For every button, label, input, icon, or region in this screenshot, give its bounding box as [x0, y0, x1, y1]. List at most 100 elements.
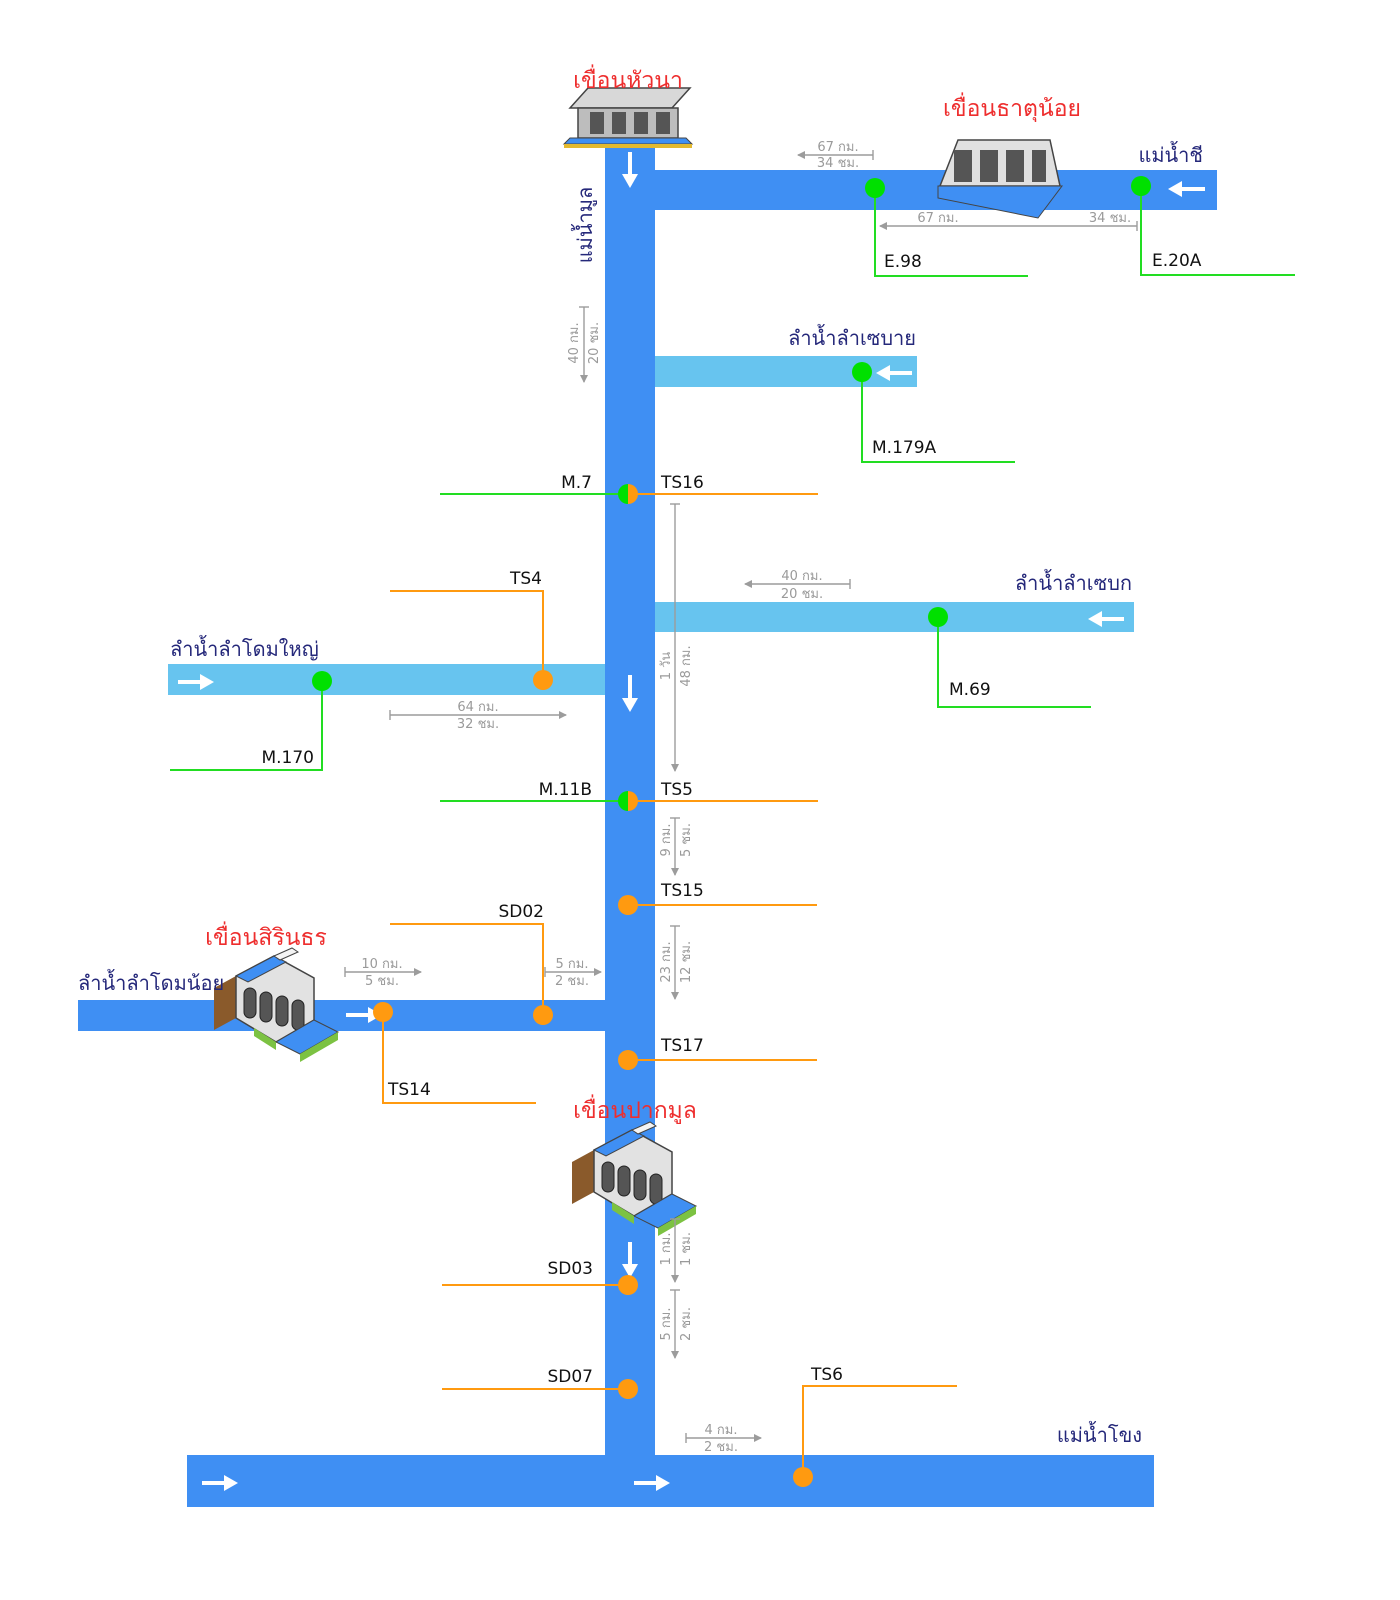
dist-sebok-km: 40 กม.	[781, 569, 822, 584]
label-station-sd07: SD07	[547, 1367, 593, 1387]
dist-ts5-ts15-km: 9 กม.	[659, 824, 674, 857]
station-m179a-marker[interactable]	[852, 362, 872, 382]
label-station-sd03: SD03	[547, 1259, 593, 1279]
station-sd02-marker[interactable]	[533, 1005, 553, 1025]
chi-river	[605, 170, 1217, 210]
dist-chi-top-hr: 34 ชม.	[817, 156, 859, 171]
label-sirindhorn-dam: เขื่อนสิรินธร	[205, 921, 327, 951]
station-ts5-half[interactable]	[628, 791, 638, 811]
se-bai-river	[655, 356, 917, 387]
label-station-ts16: TS16	[660, 473, 704, 493]
dist-chi-bottom-km: 67 กม.	[917, 211, 958, 226]
tributaries	[168, 356, 1134, 695]
mekong-river	[187, 1455, 1154, 1507]
station-labels: E.98 E.20A M.179A M.7 TS16 TS4 M.69 M.17…	[261, 251, 1201, 1387]
label-mekong-river: แม่น้ำโขง	[1057, 1421, 1142, 1447]
station-e20a-marker[interactable]	[1131, 176, 1151, 196]
dist-m7-ts5-day: 1 วัน	[659, 652, 674, 681]
dist-mun-upper-hr: 20 ชม.	[587, 322, 602, 364]
flow-arrow-icon	[634, 1475, 670, 1491]
dist-chi-bottom-hr: 34 ชม.	[1089, 211, 1131, 226]
dist-ts5-ts15-hr: 5 ชม.	[679, 823, 694, 857]
label-station-ts6: TS6	[810, 1365, 843, 1385]
label-pak-mun-dam: เขื่อนปากมูล	[573, 1094, 697, 1124]
station-m7-ts16-marker[interactable]	[618, 484, 628, 504]
label-station-ts5: TS5	[660, 780, 693, 800]
dist-ts15-ts17-hr: 12 ชม.	[679, 941, 694, 983]
se-bok-river	[655, 602, 1134, 632]
flow-arrow-icon	[622, 675, 638, 712]
label-station-m11b: M.11B	[539, 780, 592, 800]
dist-sirin-km: 10 กม.	[361, 957, 402, 972]
label-station-m7: M.7	[561, 473, 592, 493]
dist-pakmun-sd03-hr: 1 ชม.	[679, 1232, 694, 1266]
dom-noi-river	[78, 1000, 605, 1031]
station-ts15-marker[interactable]	[618, 895, 638, 915]
dist-pakmun-sd03-km: 1 กม.	[659, 1233, 674, 1266]
flow-arrow-icon	[622, 152, 638, 188]
dam-that-noi-icon	[937, 139, 1063, 219]
orange-stations	[373, 670, 813, 1487]
station-e98-marker[interactable]	[865, 178, 885, 198]
dist-sd03-sd07-hr: 2 ชม.	[679, 1307, 694, 1341]
dist-mekong-hr: 2 ชม.	[704, 1440, 738, 1455]
green-leader-lines	[170, 186, 1295, 802]
label-station-e20a: E.20A	[1152, 251, 1202, 271]
label-se-bok-river: ลำน้ำลำเซบก	[1015, 569, 1132, 595]
station-ts4-marker[interactable]	[533, 670, 553, 690]
label-dom-yai-river: ลำน้ำลำโดมใหญ่	[170, 635, 319, 661]
dam-hua-na-icon	[563, 87, 693, 149]
label-station-m179a: M.179A	[872, 438, 937, 458]
flow-arrow-icon	[1168, 181, 1205, 197]
station-sd07-marker[interactable]	[618, 1379, 638, 1399]
label-station-ts17: TS17	[660, 1036, 704, 1056]
dist-domnoi-km: 5 กม.	[556, 957, 589, 972]
label-chi-river: แม่น้ำชี	[1138, 141, 1203, 167]
station-ts14-marker[interactable]	[373, 1002, 393, 1022]
dist-sd03-sd07-km: 5 กม.	[659, 1308, 674, 1341]
orange-leader-lines	[382, 493, 957, 1477]
dist-m7-ts5-km: 48 กม.	[679, 645, 694, 686]
distance-indicators: 67 กม. 34 ชม. 67 กม. 34 ชม. 40 กม. 20 ชม…	[344, 140, 1138, 1455]
flow-arrow-icon	[178, 674, 214, 690]
dam-labels: เขื่อนหัวนา เขื่อนธาตุน้อย เขื่อนสิรินธร…	[205, 64, 1081, 1124]
label-station-ts4: TS4	[509, 569, 542, 589]
label-mun-river: แม่น้ำมูล	[571, 187, 598, 263]
station-m170-marker[interactable]	[312, 671, 332, 691]
split-stations	[618, 484, 638, 811]
dom-yai-river	[168, 664, 605, 695]
dist-sirin-hr: 5 ชม.	[365, 974, 399, 989]
label-hua-na-dam: เขื่อนหัวนา	[573, 64, 683, 94]
dist-mun-upper-km: 40 กม.	[567, 322, 582, 363]
flow-arrow-icon	[876, 365, 912, 381]
label-station-sd02: SD02	[498, 902, 544, 922]
label-dom-noi-river: ลำน้ำลำโดมน้อย	[78, 969, 224, 995]
dist-chi-top-km: 67 กม.	[817, 140, 858, 155]
green-stations	[312, 176, 1151, 691]
flow-arrows	[178, 152, 1205, 1491]
label-station-ts15: TS15	[660, 881, 704, 901]
dist-domnoi-hr: 2 ชม.	[555, 974, 589, 989]
dist-mekong-km: 4 กม.	[705, 1423, 738, 1438]
station-ts6-marker[interactable]	[793, 1467, 813, 1487]
station-sd03-marker[interactable]	[618, 1275, 638, 1295]
flow-arrow-icon	[1088, 611, 1124, 627]
label-station-e98: E.98	[884, 252, 922, 272]
flow-arrow-icon	[202, 1475, 238, 1491]
main-rivers	[78, 140, 1217, 1507]
dist-domyai-km: 64 กม.	[457, 700, 498, 715]
station-ts17-marker[interactable]	[618, 1050, 638, 1070]
label-station-m170: M.170	[261, 748, 314, 768]
river-labels: แม่น้ำมูล แม่น้ำชี ลำน้ำลำเซบาย ลำน้ำลำเ…	[78, 141, 1203, 1447]
station-ts16-half[interactable]	[628, 484, 638, 504]
station-m11b-marker[interactable]	[618, 791, 628, 811]
label-station-m69: M.69	[949, 680, 991, 700]
flow-arrow-icon	[622, 1242, 638, 1278]
label-that-noi-dam: เขื่อนธาตุน้อย	[943, 92, 1081, 122]
label-se-bai-river: ลำน้ำลำเซบาย	[788, 324, 916, 350]
station-m69-marker[interactable]	[928, 607, 948, 627]
dist-domyai-hr: 32 ชม.	[457, 717, 499, 732]
dist-ts15-ts17-km: 23 กม.	[659, 941, 674, 982]
dist-sebok-hr: 20 ชม.	[781, 587, 823, 602]
